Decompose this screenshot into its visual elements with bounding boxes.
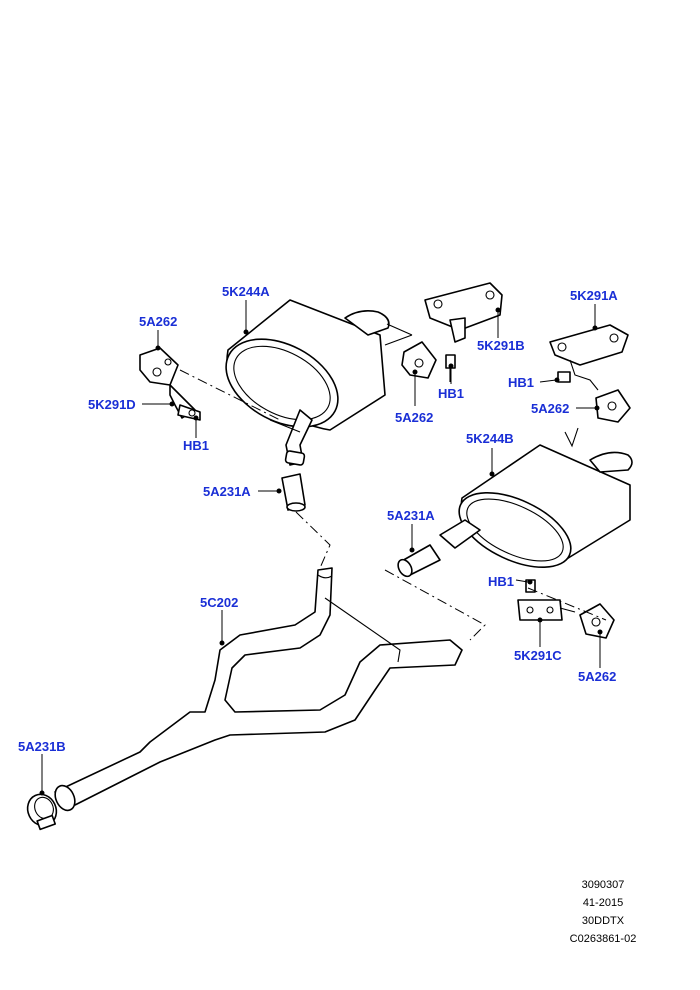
reference-line-3: 30DDTX: [581, 915, 625, 927]
bolt-right-top-drawing: [557, 371, 571, 383]
reference-line-4: C0263861-02: [569, 933, 637, 945]
callout-bolt-right-low[interactable]: HB1: [488, 574, 515, 589]
reference-line-2: 41-2015: [582, 897, 624, 909]
pipe-y-drawing: [54, 567, 463, 812]
bracket-left-drawing: [169, 384, 201, 421]
callout-hanger-center[interactable]: 5A262: [395, 410, 434, 425]
callout-clamp-right[interactable]: 5A231A: [387, 508, 435, 523]
callout-bolt-right-top[interactable]: HB1: [508, 375, 535, 390]
callout-hanger-left-top[interactable]: 5A262: [139, 314, 178, 329]
callout-clamp-left[interactable]: 5A231A: [203, 484, 251, 499]
leader-lines: [39, 300, 603, 796]
callout-muffler-right[interactable]: 5K244B: [466, 431, 514, 446]
callout-bolt-left[interactable]: HB1: [183, 438, 210, 453]
clamp-right-drawing: [397, 544, 441, 578]
callout-bracket-right-top[interactable]: 5K291A: [570, 288, 618, 303]
hanger-center-drawing: [401, 341, 437, 379]
callout-bracket-right-low[interactable]: 5K291C: [514, 648, 562, 663]
callout-muffler-left[interactable]: 5K244A: [222, 284, 270, 299]
callout-hanger-right-low[interactable]: 5A262: [578, 669, 617, 684]
bracket-right-top-drawing: [549, 324, 629, 391]
callout-hanger-right-top[interactable]: 5A262: [531, 401, 570, 416]
bracket-center-drawing: [424, 282, 503, 343]
callout-bracket-center[interactable]: 5K291B: [477, 338, 525, 353]
clamp-front-drawing: [26, 793, 58, 831]
clamp-left-drawing: [281, 473, 306, 512]
reference-line-1: 3090307: [581, 879, 625, 891]
callout-clamp-front[interactable]: 5A231B: [18, 739, 66, 754]
bracket-right-low-drawing: [517, 599, 576, 621]
muffler-left-drawing: [225, 299, 413, 466]
reference-block: 3090307 41-2015 30DDTX C0263861-02: [555, 876, 651, 948]
callout-bolt-center[interactable]: HB1: [438, 386, 465, 401]
hanger-right-low-drawing: [579, 603, 615, 639]
muffler-right-drawing: [439, 427, 633, 568]
callout-pipe-y[interactable]: 5C202: [200, 595, 239, 610]
hanger-left-drawing: [139, 347, 179, 386]
callout-bracket-left[interactable]: 5K291D: [88, 397, 136, 412]
hanger-right-top-drawing: [595, 389, 631, 423]
